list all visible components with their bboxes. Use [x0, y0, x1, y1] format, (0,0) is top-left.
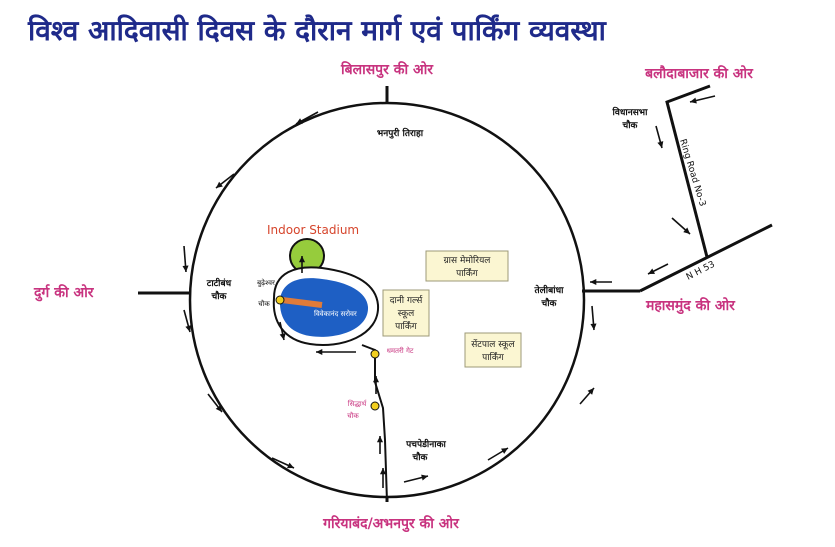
- flow-arrow-head: [298, 256, 306, 263]
- chowk-pachpedinaka-line1: पचपेडीनाका: [405, 438, 446, 450]
- page-title: विश्व आदिवासी दिवस के दौरान मार्ग एवं पा…: [27, 14, 608, 47]
- road-south-inner: [361, 344, 388, 503]
- dhamtari-gate-label: धमतरी गेट: [387, 346, 414, 355]
- flow-arrow-head: [501, 448, 508, 454]
- traffic-arrows: [182, 95, 716, 488]
- flow-arrow-head: [683, 227, 690, 234]
- parking-gras-line1: ग्रास मेमोरियल: [444, 254, 492, 266]
- chowk-tatibandh-line1: टाटीबंध: [206, 277, 232, 289]
- direction-south: गरियाबंद/अभनपुर की ओर: [322, 515, 460, 533]
- flow-arrow-head: [690, 97, 697, 104]
- flow-arrow-head: [590, 323, 597, 330]
- parking-gras-line2: पार्किंग: [456, 267, 479, 279]
- chowk-bhanpuri: भनपुरी तिराहा: [377, 127, 424, 139]
- parking-gras-memorial: [425, 250, 509, 282]
- road-ring-road-3: [665, 84, 711, 258]
- chowk-vidhansabha-line2: चौक: [622, 119, 639, 131]
- parking-sentpaul-line1: सेंटपाल स्कूल: [471, 338, 515, 350]
- direction-west: दुर्ग की ओर: [33, 284, 95, 302]
- flow-arrow-head: [648, 268, 655, 274]
- flow-arrow-head: [215, 405, 222, 412]
- chowk-tatibandh-line2: चौक: [211, 290, 228, 302]
- lake-pier: [281, 297, 323, 308]
- parking-sentpaul-line2: पार्किंग: [482, 351, 505, 363]
- parking-dani-line1: दानी गर्ल्स: [390, 294, 424, 306]
- stadium-label: Indoor Stadium: [267, 223, 359, 237]
- flow-arrow-head: [657, 141, 664, 148]
- flow-arrow-head: [296, 118, 303, 124]
- flow-arrow-head: [372, 376, 380, 383]
- direction-northeast: बलौदाबाजार की ओर: [644, 65, 754, 82]
- flow-arrow-head: [379, 468, 387, 475]
- parking-dani-line3: पार्किंग: [395, 320, 418, 332]
- flow-arrow-head: [185, 325, 192, 332]
- chowk-telibandha-line1: तेलीबांधा: [534, 284, 565, 296]
- budheshwar-node: [275, 295, 285, 305]
- chowk-telibandha-line2: चौक: [541, 297, 558, 309]
- flow-arrow-head: [279, 333, 286, 340]
- chowk-budheshwar-line1: बुढ़ेश्वर: [257, 278, 275, 287]
- direction-north: बिलासपुर की ओर: [340, 61, 434, 79]
- flow-arrow-head: [587, 388, 594, 395]
- siddharth-node: [370, 401, 380, 411]
- flow-arrow-head: [316, 348, 323, 356]
- chowk-vidhansabha-line1: विधानसभा: [612, 106, 649, 118]
- chowk-siddharth-line2: चौक: [347, 411, 359, 420]
- flow-arrow-head: [590, 278, 597, 286]
- flow-arrow-head: [216, 181, 223, 188]
- chowk-siddharth-line1: सिद्धार्थ: [348, 399, 367, 408]
- flow-arrow-head: [182, 265, 189, 272]
- parking-sent-paul: [464, 332, 522, 368]
- vivekanand-lake: [279, 278, 369, 337]
- lake-label: विवेकानंद सरोवर: [314, 309, 357, 318]
- flow-arrow-head: [421, 474, 428, 481]
- flow-arrow-head: [376, 436, 384, 443]
- chowk-pachpedinaka-line2: चौक: [412, 451, 429, 463]
- chowk-budheshwar-line2: चौक: [258, 299, 270, 308]
- parking-dani-line2: स्कूल: [398, 309, 415, 319]
- direction-east: महासमुंद की ओर: [645, 297, 736, 315]
- parking-dani-girls: [382, 289, 430, 337]
- flow-arrow-head: [287, 462, 294, 469]
- dhamtari-gate-node: [370, 349, 380, 359]
- road-nh53: [639, 223, 773, 293]
